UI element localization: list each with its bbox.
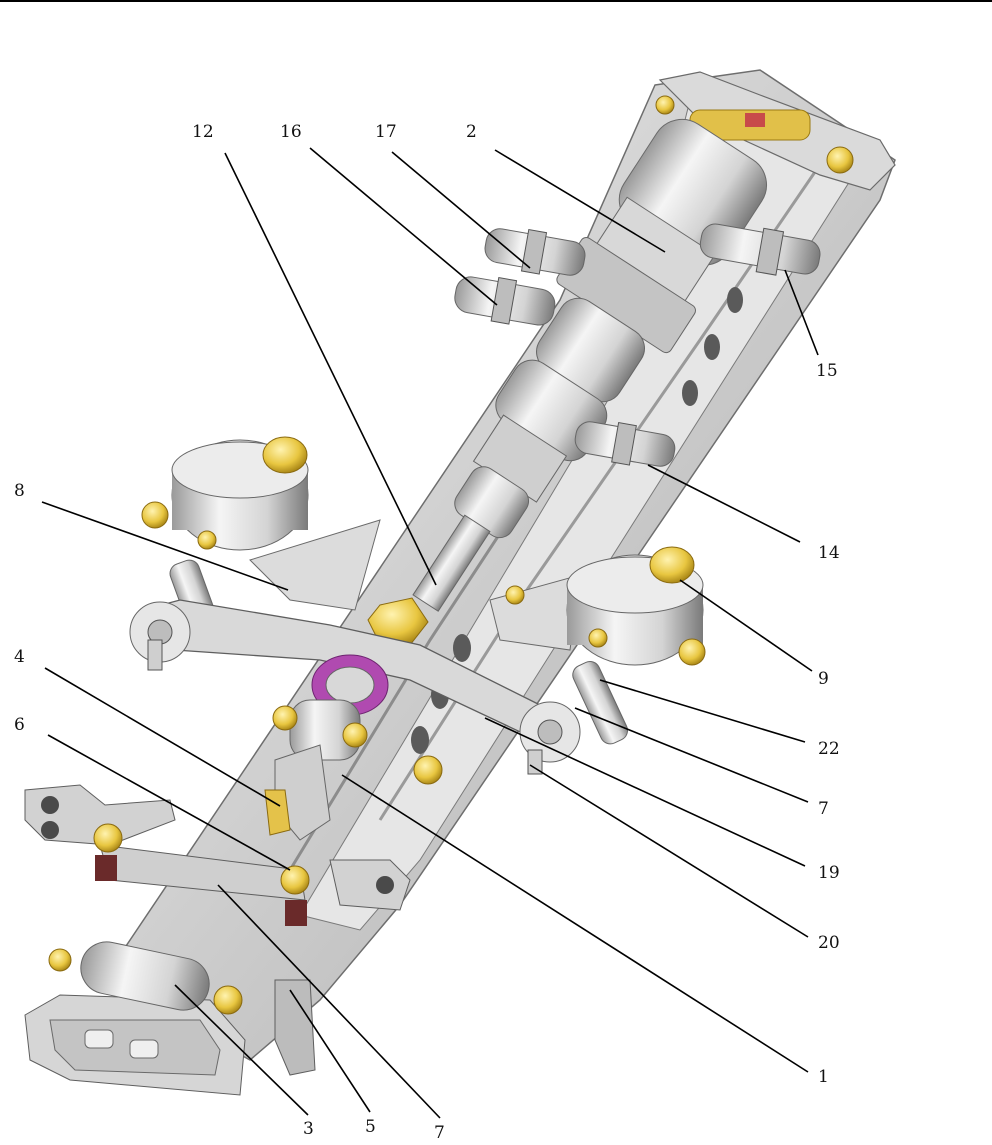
label-5: 5 [365, 1117, 376, 1137]
label-4: 4 [14, 647, 25, 667]
label-7a: 7 [818, 799, 829, 819]
leader-19 [485, 718, 805, 866]
label-3: 3 [303, 1119, 314, 1139]
leader-22 [600, 680, 805, 742]
label-7b: 7 [434, 1123, 445, 1143]
leader-20 [530, 765, 808, 937]
label-22: 22 [818, 739, 840, 759]
leader-1 [342, 775, 808, 1072]
label-17: 17 [375, 122, 397, 142]
label-12: 12 [192, 122, 214, 142]
label-14: 14 [818, 543, 840, 563]
fitting-17 [483, 227, 587, 278]
leader-7a [575, 708, 808, 802]
fitting-16 [452, 275, 557, 328]
label-8: 8 [14, 481, 25, 501]
leader-16 [310, 148, 497, 305]
label-19: 19 [818, 863, 840, 883]
label-15: 15 [816, 361, 838, 381]
label-20: 20 [818, 933, 840, 953]
leader-17 [392, 152, 530, 268]
label-6: 6 [14, 715, 25, 735]
main-frame [120, 70, 895, 1060]
label-1: 1 [818, 1067, 829, 1087]
label-2: 2 [466, 122, 477, 142]
label-16: 16 [280, 122, 302, 142]
label-9: 9 [818, 669, 829, 689]
